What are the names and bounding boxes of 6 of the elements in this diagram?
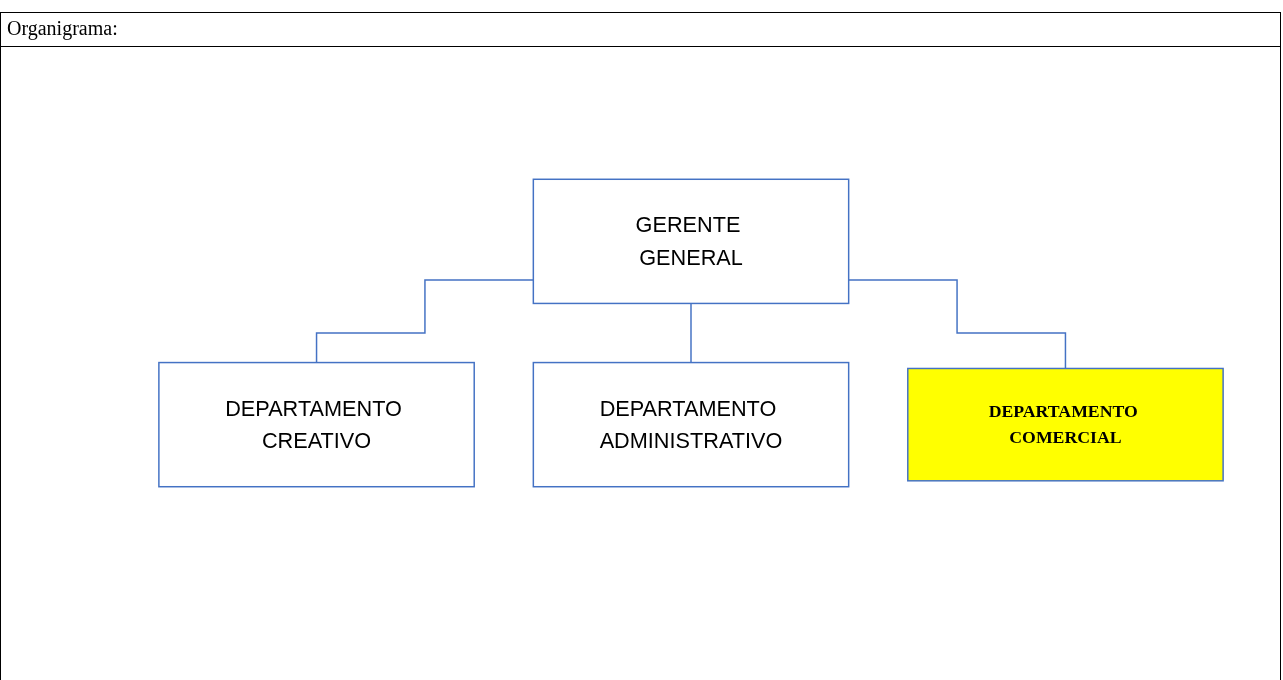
node-box: DEPARTAMENTO ADMINISTRATIVO xyxy=(532,361,850,488)
node-box: GERENTE GENERAL xyxy=(532,178,850,305)
node-box: DEPARTAMENTO CREATIVO xyxy=(158,361,475,488)
node-box: DEPARTAMENTO COMERCIAL xyxy=(907,367,1224,482)
connector xyxy=(690,302,692,364)
heading: Organigrama: xyxy=(1,13,1280,47)
